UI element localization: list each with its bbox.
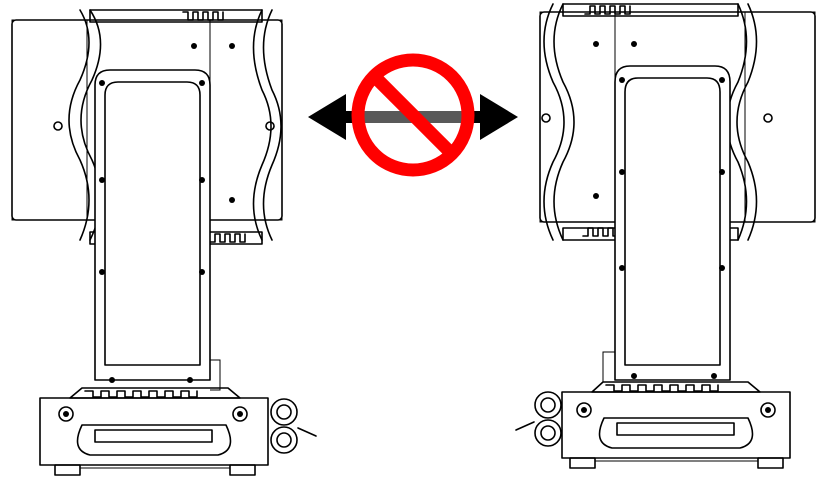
left-fixture-arm [94, 69, 221, 391]
left-fixture-base [39, 387, 317, 476]
right-fixture [515, 3, 816, 469]
left-fixture-connectors [270, 398, 317, 454]
right-fixture-base [515, 381, 791, 469]
right-fixture-arm [602, 65, 731, 383]
prohibition-icon [351, 53, 475, 177]
right-fixture-connectors [515, 391, 562, 447]
left-fixture [11, 9, 317, 476]
